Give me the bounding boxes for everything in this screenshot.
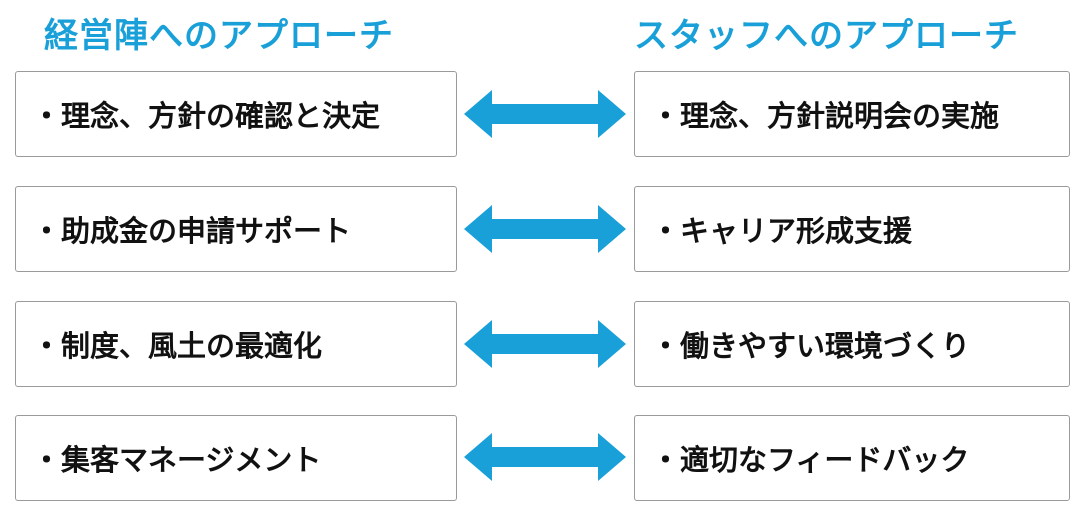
management-item-box: ・理念、方針の確認と決定 — [15, 71, 457, 157]
management-item-box: ・制度、風土の最適化 — [15, 301, 457, 387]
management-item-box: ・集客マネージメント — [15, 415, 457, 501]
management-item-box: ・助成金の申請サポート — [15, 186, 457, 272]
double-arrow-icon — [464, 433, 626, 481]
staff-approach-heading: スタッフへのアプローチ — [634, 16, 1019, 56]
staff-item-box: ・理念、方針説明会の実施 — [634, 71, 1070, 157]
double-arrow-icon — [464, 320, 626, 368]
staff-item-box: ・キャリア形成支援 — [634, 186, 1070, 272]
staff-item-box: ・働きやすい環境づくり — [634, 301, 1070, 387]
management-approach-heading: 経営陣へのアプローチ — [44, 16, 394, 56]
double-arrow-icon — [464, 90, 626, 138]
double-arrow-icon — [464, 205, 626, 253]
staff-item-box: ・適切なフィードバック — [634, 415, 1070, 501]
